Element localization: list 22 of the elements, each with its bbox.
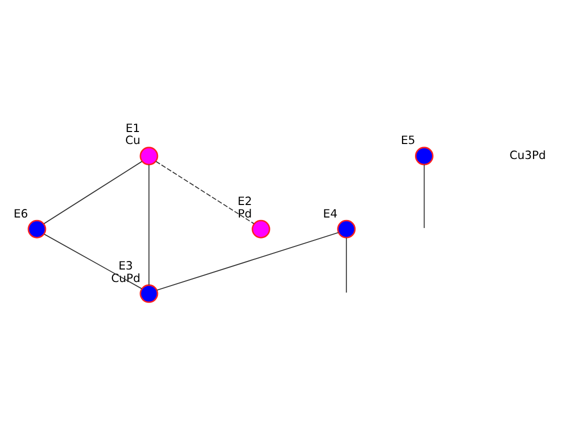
node-label: E1	[126, 120, 140, 135]
node-label: E2	[238, 194, 252, 208]
connector	[43, 160, 142, 224]
node-circle	[252, 220, 270, 238]
label: Cu3Pd	[509, 148, 546, 162]
node-circle	[337, 220, 356, 238]
connector	[346, 237, 347, 294]
connector	[424, 164, 425, 228]
node-label: E6	[14, 206, 28, 220]
node-label: E3	[118, 258, 133, 273]
node-circle	[414, 146, 434, 166]
connector	[155, 160, 254, 224]
node-circle	[140, 146, 158, 166]
connector	[148, 164, 150, 286]
connector	[44, 234, 142, 290]
node-label: Pd	[238, 206, 252, 220]
connector	[156, 232, 339, 291]
node-label: Cu	[125, 133, 140, 148]
node-circle	[140, 284, 158, 303]
node-label: E4	[323, 206, 338, 220]
node-circle	[28, 220, 46, 238]
node-label: E5	[400, 133, 416, 148]
